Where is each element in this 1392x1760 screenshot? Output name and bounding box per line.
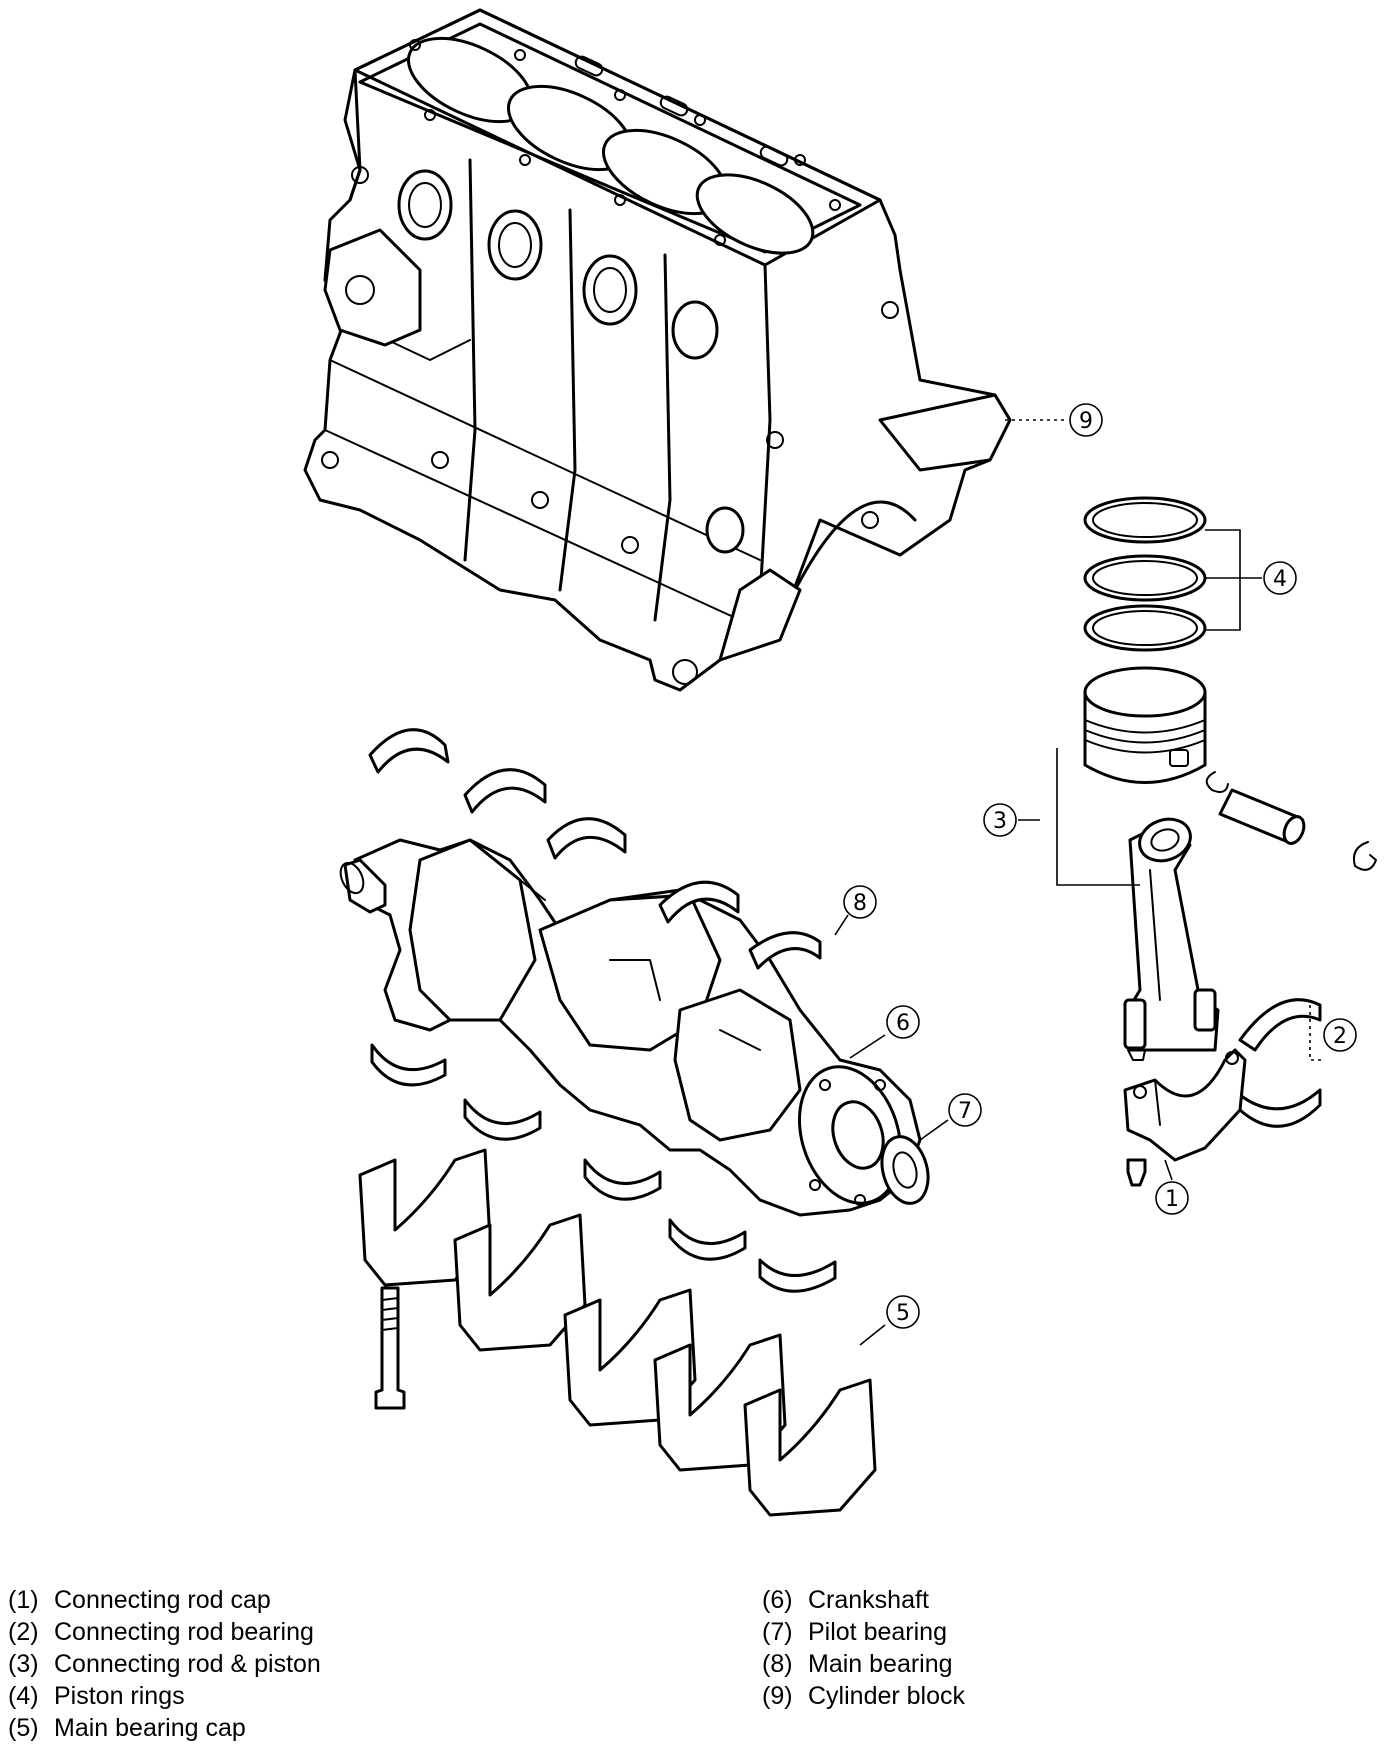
callout-4-number: 4 (1273, 567, 1287, 592)
legend-label: Connecting rod bearing (54, 1618, 314, 1646)
legend-item: (1) Connecting rod cap (8, 1584, 321, 1616)
connecting-rod-cap (1123, 1048, 1247, 1187)
legend-label: Main bearing cap (54, 1714, 246, 1742)
piston (1083, 666, 1207, 784)
piston-rings (1083, 496, 1207, 652)
callout-7-number: 7 (958, 1099, 972, 1124)
legend-number: (7) (762, 1618, 793, 1646)
pilot-bearing (880, 1135, 930, 1205)
callout-5: 5 (886, 1295, 920, 1329)
callout-4: 4 (1263, 561, 1297, 595)
legend-label: Connecting rod & piston (54, 1650, 321, 1678)
callout-5-number: 5 (896, 1301, 910, 1326)
legend-label: Cylinder block (808, 1682, 966, 1710)
legend-label: Connecting rod cap (54, 1586, 271, 1614)
main-bearing-cap-bolt (374, 1286, 406, 1410)
legend-number: (6) (762, 1586, 793, 1614)
legend-number: (5) (8, 1714, 39, 1742)
callout-1: 1 (1155, 1181, 1189, 1215)
callout-8-number: 8 (853, 891, 867, 916)
legend-item: (6) Crankshaft (762, 1584, 965, 1616)
callout-3-number: 3 (993, 809, 1007, 834)
legend-label: Crankshaft (808, 1586, 929, 1614)
legend-number: (2) (8, 1618, 39, 1646)
legend-item: (5) Main bearing cap (8, 1712, 321, 1744)
callout-3: 3 (983, 803, 1017, 837)
legend-item: (7) Pilot bearing (762, 1616, 965, 1648)
legend-item: (2) Connecting rod bearing (8, 1616, 321, 1648)
callout-1-number: 1 (1165, 1187, 1179, 1212)
callout-8: 8 (843, 885, 877, 919)
legend-column-left: (1) Connecting rod cap (2) Connecting rod … (8, 1584, 321, 1744)
callout-2: 2 (1323, 1018, 1357, 1052)
piston-pin (1205, 771, 1377, 871)
connecting-rod (1123, 817, 1220, 1061)
parts-legend: (1) Connecting rod cap (2) Connecting rod … (0, 1584, 1392, 1760)
main-bearing-caps (358, 1148, 877, 1517)
cylinder-block (303, 8, 1012, 692)
legend-item: (8) Main bearing (762, 1648, 965, 1680)
legend-number: (9) (762, 1682, 793, 1710)
legend-item: (4) Piston rings (8, 1680, 321, 1712)
legend-number: (3) (8, 1650, 39, 1678)
legend-number: (8) (762, 1650, 793, 1678)
engine-exploded-diagram: 9 4 3 8 6 7 2 1 5 (303, 8, 1377, 1517)
callout-6-number: 6 (896, 1011, 910, 1036)
legend-item: (3) Connecting rod & piston (8, 1648, 321, 1680)
callout-2-number: 2 (1333, 1024, 1347, 1049)
legend-item: (9) Cylinder block (762, 1680, 965, 1712)
main-bearings (368, 728, 837, 1293)
callout-7: 7 (948, 1093, 982, 1127)
callout-6: 6 (886, 1005, 920, 1039)
legend-label: Main bearing (808, 1650, 953, 1678)
legend-column-right: (6) Crankshaft (7) Pilot bearing (8) Main b… (762, 1584, 965, 1712)
legend-label: Piston rings (54, 1682, 185, 1710)
callout-9: 9 (1069, 403, 1103, 437)
legend-number: (4) (8, 1682, 39, 1710)
leader-lines (834, 419, 1322, 1346)
connecting-rod-bearing (1238, 998, 1322, 1128)
legend-label: Pilot bearing (808, 1618, 947, 1646)
callout-9-number: 9 (1079, 409, 1093, 434)
legend-number: (1) (8, 1586, 39, 1614)
crankshaft (339, 838, 922, 1217)
